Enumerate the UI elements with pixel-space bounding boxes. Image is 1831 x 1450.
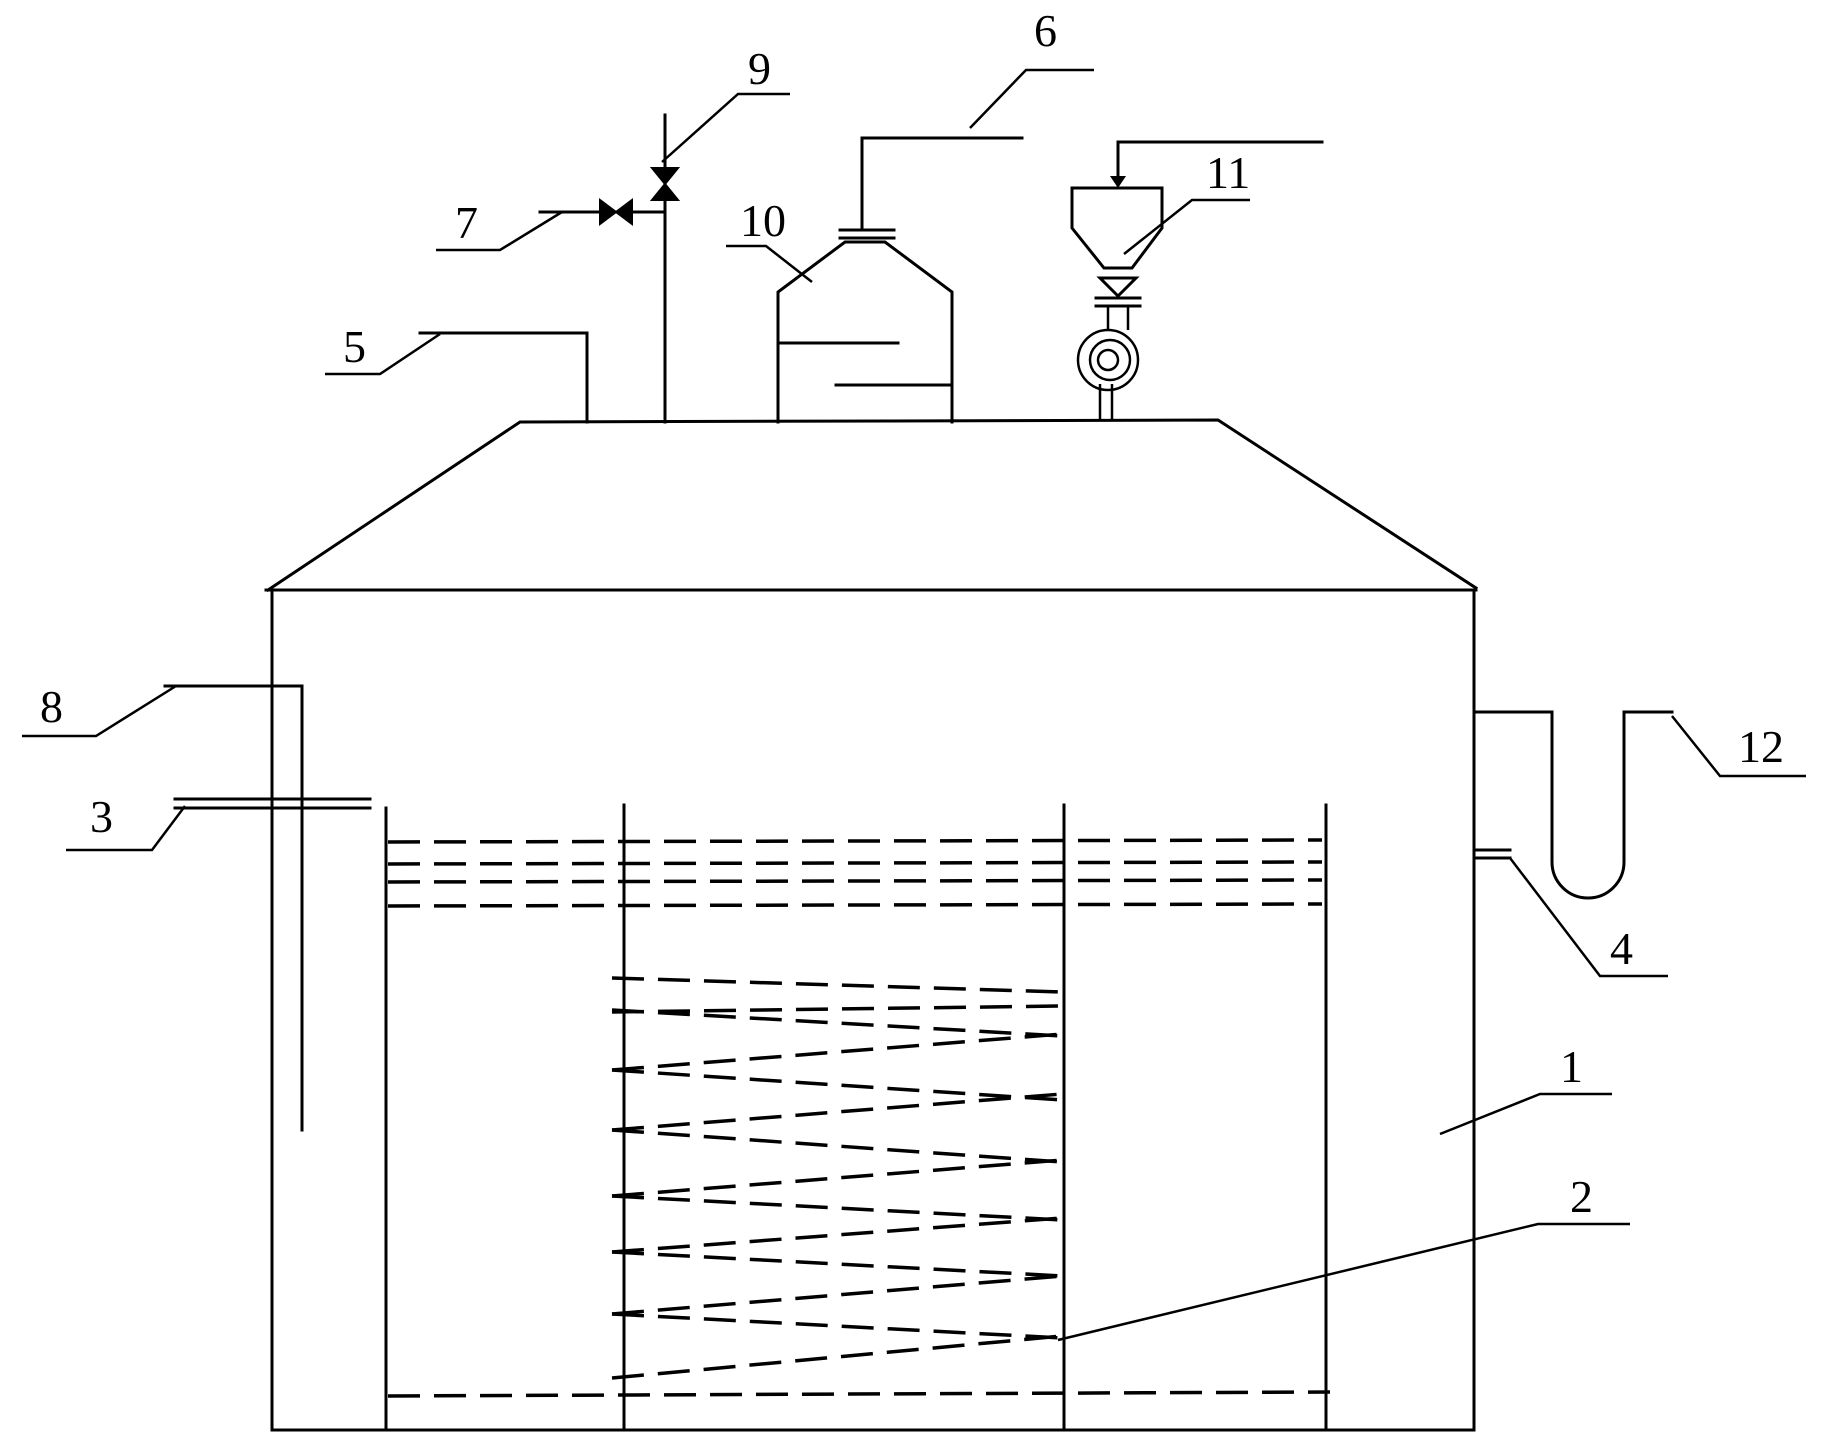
feed-hopper [1070,140,1324,420]
inlet-pipe-left [173,797,372,810]
label-2: 2 [1570,1171,1593,1222]
packing-dashes [387,838,1331,1398]
inner-pipe-left [163,684,304,1132]
top-pipe-5 [418,331,589,424]
label-6: 6 [1034,5,1057,56]
labels: 1 2 3 4 5 6 7 8 9 10 11 12 [40,5,1784,1222]
label-12: 12 [1738,721,1784,772]
label-4: 4 [1610,923,1633,974]
inner-baffles [384,803,1328,1432]
label-9: 9 [748,43,771,94]
label-8: 8 [40,681,63,732]
valve-pipe-7 [538,198,667,226]
label-11: 11 [1206,147,1250,198]
label-7: 7 [455,197,478,248]
label-5: 5 [343,321,366,372]
valve-pipe-9 [649,113,681,424]
gas-hood [776,136,1024,424]
label-1: 1 [1560,1041,1583,1092]
leader-lines [22,68,1806,1342]
tank-body [264,418,1479,1432]
label-3: 3 [90,791,113,842]
label-10: 10 [740,195,786,246]
outlet-pipe-right [1472,848,1512,860]
u-trap [1472,710,1674,900]
